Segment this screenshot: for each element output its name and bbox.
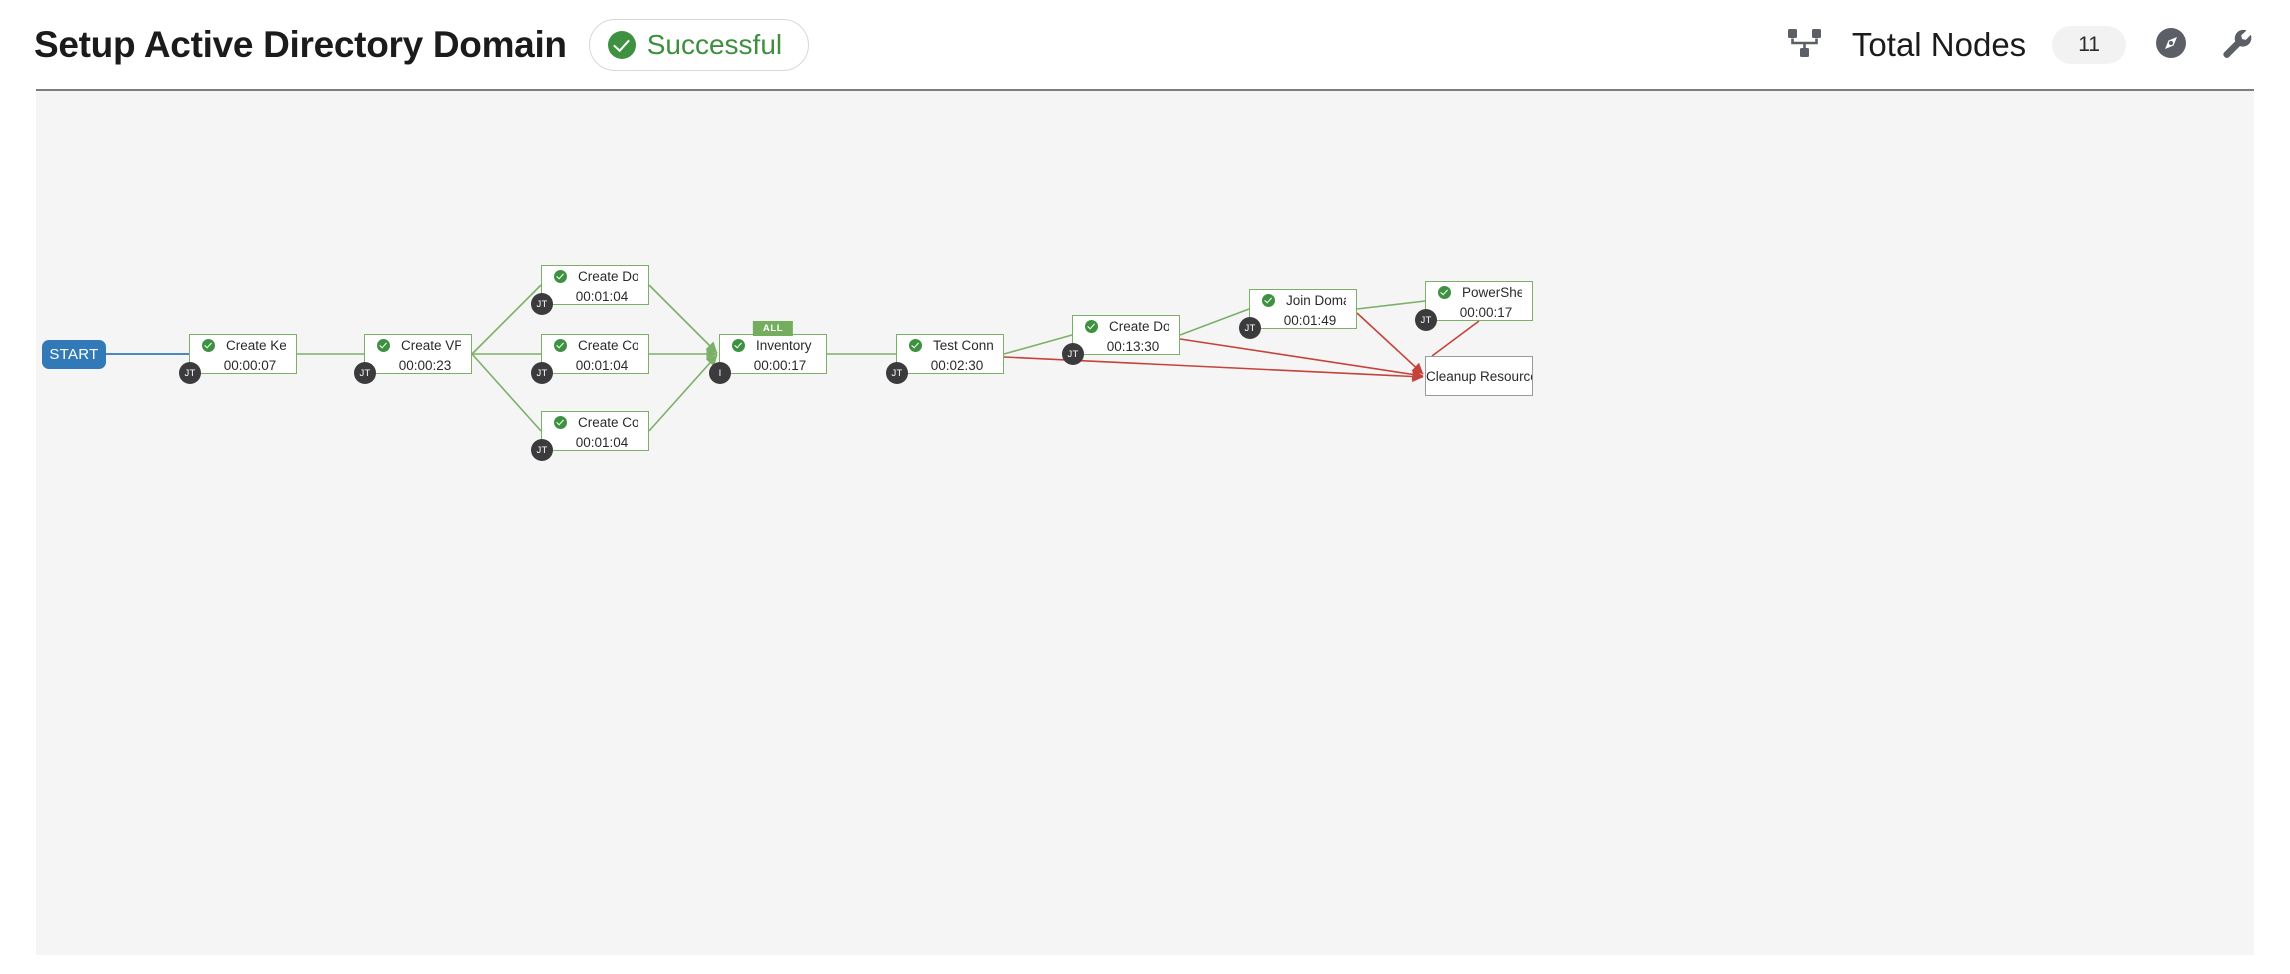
node-title: PowerShell Validation	[1462, 284, 1522, 300]
node-credential-badge[interactable]: JT	[531, 439, 553, 461]
edge-vpc-to-domain-controller	[471, 284, 542, 355]
node-title: Join Domain	[1286, 292, 1346, 308]
edge-create-domain-to-join-domain	[1179, 308, 1250, 336]
edge-create-domain-to-cleanup	[1179, 338, 1424, 380]
node-elapsed-time: 00:13:30	[1106, 339, 1160, 354]
check-circle-icon	[554, 269, 567, 283]
edge-powershell-validation-to-cleanup	[1431, 320, 1480, 357]
node-title: Create Computer (1)	[578, 337, 638, 353]
node-title: Create Computer (2)	[578, 414, 638, 430]
node-create-domain-controller[interactable]: Create Domain Contr... 00:01:04 JT	[531, 265, 649, 315]
node-start-label: START	[49, 346, 99, 363]
status-badge-label: Successful	[646, 29, 783, 60]
node-header-row: Inventory Sync	[720, 335, 826, 355]
node-elapsed-time: 00:01:04	[575, 358, 629, 373]
node-title: Create Keypair	[226, 337, 286, 353]
node-inventory-scope-label: ALL	[752, 321, 794, 336]
node-title: Create Domain Contr...	[578, 268, 638, 284]
edge-join-domain-to-powershell-validation	[1356, 300, 1426, 310]
node-header-row: Create Computer (1)	[542, 335, 648, 355]
total-nodes-count-badge: 11	[2052, 26, 2126, 64]
header-left-group: Setup Active Directory Domain Successful	[34, 19, 810, 71]
node-start[interactable]: START	[42, 340, 106, 369]
wrench-icon[interactable]	[2216, 23, 2256, 68]
node-elapsed-time: 00:00:07	[223, 358, 277, 373]
page-title: Setup Active Directory Domain	[34, 24, 567, 65]
node-header-row: Create Domain Contr...	[542, 266, 648, 286]
node-title: Create Domain	[1109, 318, 1169, 334]
node-title: Test Connectivity	[933, 337, 993, 353]
node-elapsed-time: 00:00:17	[1459, 305, 1513, 320]
node-elapsed-time: 00:01:04	[575, 289, 629, 304]
node-credential-badge[interactable]: JT	[1415, 309, 1437, 331]
node-credential-badge[interactable]: JT	[1062, 343, 1084, 365]
sitemap-icon	[1786, 25, 1826, 66]
check-circle-icon	[1262, 293, 1275, 307]
node-powershell-validation[interactable]: PowerShell Validation 00:00:17 JT	[1415, 281, 1533, 331]
node-elapsed-time: 00:00:17	[753, 358, 807, 373]
node-title: Create VPC	[401, 337, 461, 353]
node-header-row: Create Keypair	[190, 335, 296, 355]
node-inventory-badge[interactable]: I	[709, 362, 731, 384]
check-circle-icon	[1438, 285, 1451, 299]
header-right-group: Total Nodes 11	[1786, 23, 2256, 68]
node-elapsed-time: 00:02:30	[930, 358, 984, 373]
node-header-row: Create Computer (2)	[542, 412, 648, 432]
node-credential-badge[interactable]: JT	[531, 362, 553, 384]
node-title: Inventory Sync	[756, 337, 816, 353]
node-credential-badge[interactable]: JT	[886, 362, 908, 384]
check-circle-icon	[909, 338, 922, 352]
node-title: Cleanup Resources	[1426, 368, 1532, 384]
node-header-row: Create VPC	[365, 335, 471, 355]
check-circle-icon	[377, 338, 390, 352]
header-divider	[36, 89, 2254, 91]
node-credential-badge[interactable]: JT	[1239, 317, 1261, 339]
node-header-row: Create Domain	[1073, 316, 1179, 336]
edge-vpc-to-computer-2	[471, 353, 542, 432]
node-join-domain[interactable]: Join Domain 00:01:49 JT	[1239, 289, 1357, 339]
edge-test-connectivity-to-create-domain	[1003, 334, 1073, 355]
page-header: Setup Active Directory Domain Successful…	[0, 0, 2290, 90]
compass-icon[interactable]	[2152, 24, 2190, 67]
node-create-keypair[interactable]: Create Keypair 00:00:07 JT	[179, 334, 297, 384]
status-badge: Successful	[588, 19, 810, 71]
node-elapsed-time: 00:01:04	[575, 435, 629, 450]
check-circle-icon	[554, 338, 567, 352]
node-test-connectivity[interactable]: Test Connectivity 00:02:30 JT	[886, 334, 1004, 384]
check-circle-icon	[1085, 319, 1098, 333]
node-create-computer-1[interactable]: Create Computer (1) 00:01:04 JT	[531, 334, 649, 384]
node-header-row: Test Connectivity	[897, 335, 1003, 355]
node-credential-badge[interactable]: JT	[179, 362, 201, 384]
total-nodes-label: Total Nodes	[1851, 26, 2027, 63]
check-circle-icon	[554, 415, 567, 429]
node-cleanup-resources[interactable]: Cleanup Resources	[1425, 356, 1533, 396]
workflow-canvas[interactable]: START Create Keypair 00:00:07 JT Create …	[36, 91, 2254, 955]
node-credential-badge[interactable]: JT	[354, 362, 376, 384]
edge-computer-2-to-inventory-sync	[648, 354, 718, 432]
node-elapsed-time: 00:00:23	[398, 358, 452, 373]
edge-layer	[106, 284, 1480, 432]
node-create-domain[interactable]: Create Domain 00:13:30 JT	[1062, 315, 1180, 365]
node-header-row: Join Domain	[1250, 290, 1356, 310]
node-inventory-sync[interactable]: ALL Inventory Sync 00:00:17 I	[709, 321, 827, 384]
node-create-computer-2[interactable]: Create Computer (2) 00:01:04 JT	[531, 411, 649, 461]
edge-domain-controller-to-inventory-sync	[648, 284, 718, 354]
node-credential-badge[interactable]: JT	[531, 293, 553, 315]
node-header-row: Cleanup Resources	[1426, 365, 1532, 387]
edge-join-domain-to-cleanup	[1356, 312, 1424, 375]
check-circle-icon	[202, 338, 215, 352]
node-create-vpc[interactable]: Create VPC 00:00:23 JT	[354, 334, 472, 384]
check-circle-icon	[732, 338, 745, 352]
node-elapsed-time: 00:01:49	[1283, 313, 1337, 328]
node-header-row: PowerShell Validation	[1426, 282, 1532, 302]
check-circle-icon	[607, 31, 636, 59]
